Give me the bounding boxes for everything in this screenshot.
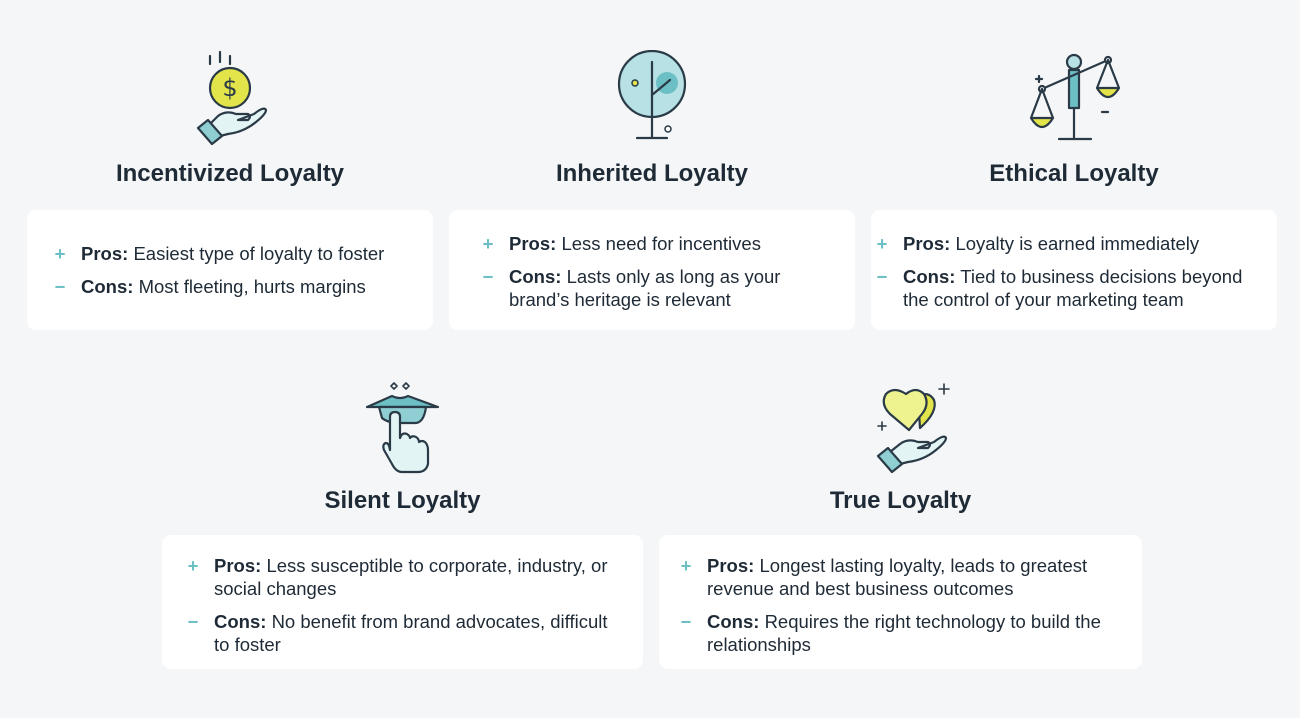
card-true-loyalty: + Pros: Longest lasting loyalty, leads to… [659, 535, 1142, 669]
tree-icon [617, 50, 687, 140]
pros-row: + Pros: Less need for incentives [449, 232, 835, 255]
pros-text: Less need for incentives [561, 233, 761, 254]
cons-label: Cons: [81, 276, 134, 297]
card-silent-loyalty: + Pros: Less susceptible to corporate, in… [162, 535, 643, 669]
minus-icon: − [680, 611, 692, 632]
pros-text: Less susceptible to corporate, industry,… [214, 555, 608, 599]
cons-text: Tied to business decisions beyond the co… [903, 266, 1243, 310]
pros-row: + Pros: Easiest type of loyalty to foster [27, 242, 413, 265]
shush-finger-icon [365, 382, 440, 474]
cons-text: Requires the right technology to build t… [707, 611, 1101, 655]
cons-label: Cons: [509, 266, 562, 287]
cons-row: −Cons: Most fleeting, hurts margins [27, 275, 413, 298]
cons-row: −Cons: Requires the right technology to … [659, 610, 1122, 656]
plus-icon: + [876, 233, 888, 254]
title-silent-loyalty: Silent Loyalty [324, 487, 481, 514]
cons-text: Most fleeting, hurts margins [138, 276, 366, 297]
minus-icon: − [482, 266, 494, 287]
pros-row: + Pros: Longest lasting loyalty, leads to… [659, 554, 1122, 600]
cons-row: −Cons: No benefit from brand advocates, … [162, 610, 623, 656]
cons-text: Lasts only as long as your brand’s herit… [509, 266, 781, 310]
cons-row: −Cons: Tied to business decisions beyond… [871, 265, 1257, 311]
pros-label: Pros: [707, 555, 755, 576]
title-ethical-loyalty: Ethical Loyalty [989, 160, 1159, 187]
scales-icon [1029, 53, 1121, 141]
pros-row: + Pros: Less susceptible to corporate, in… [162, 554, 623, 600]
cons-label: Cons: [903, 266, 956, 287]
cons-row: −Cons: Lasts only as long as your brand’… [449, 265, 835, 311]
plus-icon: + [54, 243, 66, 264]
cons-label: Cons: [214, 611, 267, 632]
pros-text: Longest lasting loyalty, leads to greate… [707, 555, 1088, 599]
title-incentivized-loyalty: Incentivized Loyalty [115, 160, 345, 187]
pros-label: Pros: [509, 233, 557, 254]
pros-row: + Pros: Loyalty is earned immediately [871, 232, 1257, 255]
cons-label: Cons: [707, 611, 760, 632]
card-ethical-loyalty: + Pros: Loyalty is earned immediately −Co… [871, 210, 1277, 330]
plus-icon: + [482, 233, 494, 254]
coin-hand-icon: $ [196, 50, 268, 146]
minus-icon: − [876, 266, 888, 287]
pros-text: Easiest type of loyalty to foster [133, 243, 385, 264]
svg-text:$: $ [222, 74, 237, 102]
title-true-loyalty: True Loyalty [829, 487, 972, 514]
title-inherited-loyalty: Inherited Loyalty [555, 160, 749, 187]
plus-icon: + [187, 555, 199, 576]
card-incentivized-loyalty: + Pros: Easiest type of loyalty to foster… [27, 210, 433, 330]
pros-text: Loyalty is earned immediately [955, 233, 1200, 254]
pros-label: Pros: [214, 555, 262, 576]
card-inherited-loyalty: + Pros: Less need for incentives −Cons: L… [449, 210, 855, 330]
pros-label: Pros: [81, 243, 129, 264]
minus-icon: − [187, 611, 199, 632]
minus-icon: − [54, 276, 66, 297]
cons-text: No benefit from brand advocates, difficu… [214, 611, 608, 655]
hearts-hand-icon [876, 383, 950, 474]
pros-label: Pros: [903, 233, 951, 254]
plus-icon: + [680, 555, 692, 576]
